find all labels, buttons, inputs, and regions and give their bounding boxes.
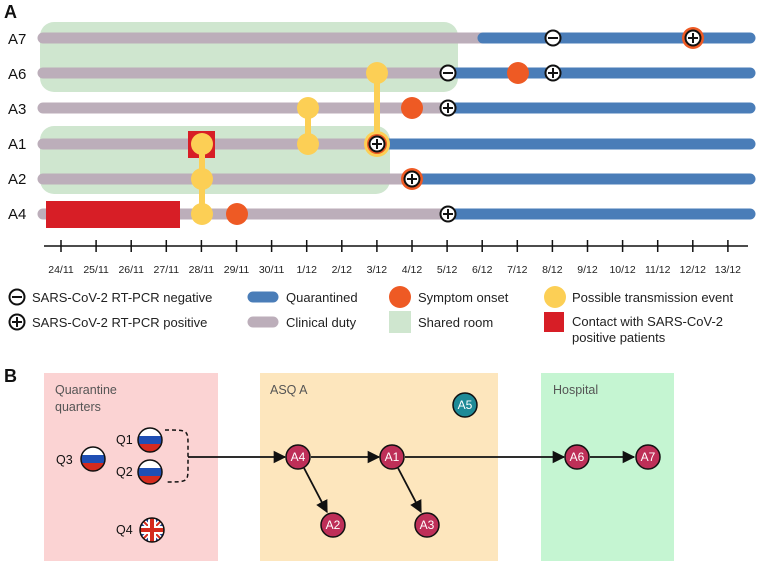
row-label-a2: A2 [8, 171, 26, 188]
russia-flag-icon [137, 427, 163, 453]
axis-tick-label: 7/12 [507, 264, 528, 276]
node-a4: A4 [285, 444, 311, 470]
arrow-a1-to-a3 [397, 467, 422, 514]
axis-tick-label: 24/11 [48, 264, 74, 276]
quarantine-quarters-box [44, 373, 218, 561]
axis-tick-label: 27/11 [154, 264, 180, 276]
axis-tick-label: 29/11 [224, 264, 250, 276]
axis-tick-label: 9/12 [577, 264, 598, 276]
q1-label: Q1 [116, 433, 133, 447]
node-a1: A1 [379, 444, 405, 470]
symptom-onset-a6 [507, 62, 529, 84]
transmission-event [191, 168, 213, 190]
row-label-a3: A3 [8, 101, 26, 118]
transmission-event [191, 203, 213, 225]
panel-b-letter: B [4, 366, 17, 386]
russia-flag-icon [137, 459, 163, 485]
axis-tick-label: 10/12 [609, 264, 635, 276]
axis-tick-label: 6/12 [472, 264, 493, 276]
asq-title: ASQ A [270, 383, 308, 397]
axis-tick-label: 4/12 [402, 264, 423, 276]
legend-transmission-swatch [544, 286, 566, 308]
node-a4-label: A4 [291, 450, 306, 464]
axis-ticks: 24/11 25/11 26/11 27/11 28/11 29/11 30/11 1/12 2… [48, 240, 741, 276]
legend-symptom-onset: Symptom onset [418, 290, 509, 305]
axis-tick-label: 13/12 [715, 264, 741, 276]
node-a2: A2 [320, 512, 346, 538]
legend-shared-room: Shared room [418, 315, 493, 330]
symptom-onset-a4 [226, 203, 248, 225]
russia-flag-icon [80, 446, 106, 472]
axis-tick-label: 28/11 [189, 264, 215, 276]
axis-tick-label: 25/11 [83, 264, 109, 276]
axis-tick-label: 12/12 [680, 264, 706, 276]
pcr-negative-icon [8, 288, 26, 306]
node-a5-label: A5 [458, 398, 473, 412]
node-a2-label: A2 [326, 518, 341, 532]
legend-contact-swatch [544, 312, 564, 332]
legend-transmission: Possible transmission event [572, 290, 734, 305]
quarantine-title-line1: Quarantine [55, 383, 117, 397]
node-a5: A5 [452, 392, 478, 418]
axis-tick-label: 3/12 [367, 264, 388, 276]
row-label-a6: A6 [8, 66, 26, 83]
axis-tick-label: 30/11 [259, 264, 285, 276]
pcr-positive-icon [544, 64, 562, 82]
axis-tick-label: 26/11 [118, 264, 144, 276]
pcr-negative-icon [544, 29, 562, 47]
transmission-event [366, 62, 388, 84]
row-label-a1: A1 [8, 136, 26, 153]
row-label-a4: A4 [8, 206, 26, 223]
legend-shared-room-swatch [389, 311, 411, 333]
pcr-positive-icon [439, 205, 457, 223]
uk-flag-icon [139, 517, 165, 543]
arrow-a4-to-a2 [303, 467, 328, 514]
legend-quarantined: Quarantined [286, 290, 358, 305]
transmission-event [191, 133, 213, 155]
symptom-onset-a3 [401, 97, 423, 119]
legend: SARS-CoV-2 RT-PCR negative SARS-CoV-2 RT… [8, 286, 734, 345]
hospital-title: Hospital [553, 383, 598, 397]
q1-q2-bracket [164, 429, 189, 483]
a4-contact-block [46, 201, 180, 228]
node-a6-label: A6 [570, 450, 585, 464]
panel-a-letter: A [4, 2, 17, 22]
transmission-event [297, 97, 319, 119]
legend-symptom-swatch [389, 286, 411, 308]
pcr-positive-icon [8, 313, 26, 331]
pcr-negative-icon [439, 64, 457, 82]
node-a7-label: A7 [641, 450, 656, 464]
q4-label: Q4 [116, 523, 133, 537]
q3-label: Q3 [56, 453, 73, 467]
pcr-positive-icon [684, 29, 702, 47]
legend-contact-line2: positive patients [572, 330, 666, 345]
legend-pcr-positive: SARS-CoV-2 RT-PCR positive [32, 315, 207, 330]
node-a1-label: A1 [385, 450, 400, 464]
node-a3-label: A3 [420, 518, 435, 532]
axis-tick-label: 11/12 [645, 264, 671, 276]
row-label-a7: A7 [8, 31, 26, 48]
transmission-event [297, 133, 319, 155]
axis-tick-label: 5/12 [437, 264, 458, 276]
pcr-positive-icon [403, 170, 421, 188]
node-a6: A6 [564, 444, 590, 470]
pcr-positive-icon [439, 99, 457, 117]
legend-clinical-duty: Clinical duty [286, 315, 357, 330]
node-a3: A3 [414, 512, 440, 538]
axis-tick-label: 2/12 [332, 264, 353, 276]
legend-contact-line1: Contact with SARS-CoV-2 [572, 314, 723, 329]
axis-tick-label: 1/12 [296, 264, 317, 276]
axis-tick-label: 8/12 [542, 264, 563, 276]
q2-label: Q2 [116, 465, 133, 479]
quarantine-title-line2: quarters [55, 400, 101, 414]
legend-pcr-negative: SARS-CoV-2 RT-PCR negative [32, 290, 212, 305]
pcr-positive-icon [368, 135, 386, 153]
node-a7: A7 [635, 444, 661, 470]
